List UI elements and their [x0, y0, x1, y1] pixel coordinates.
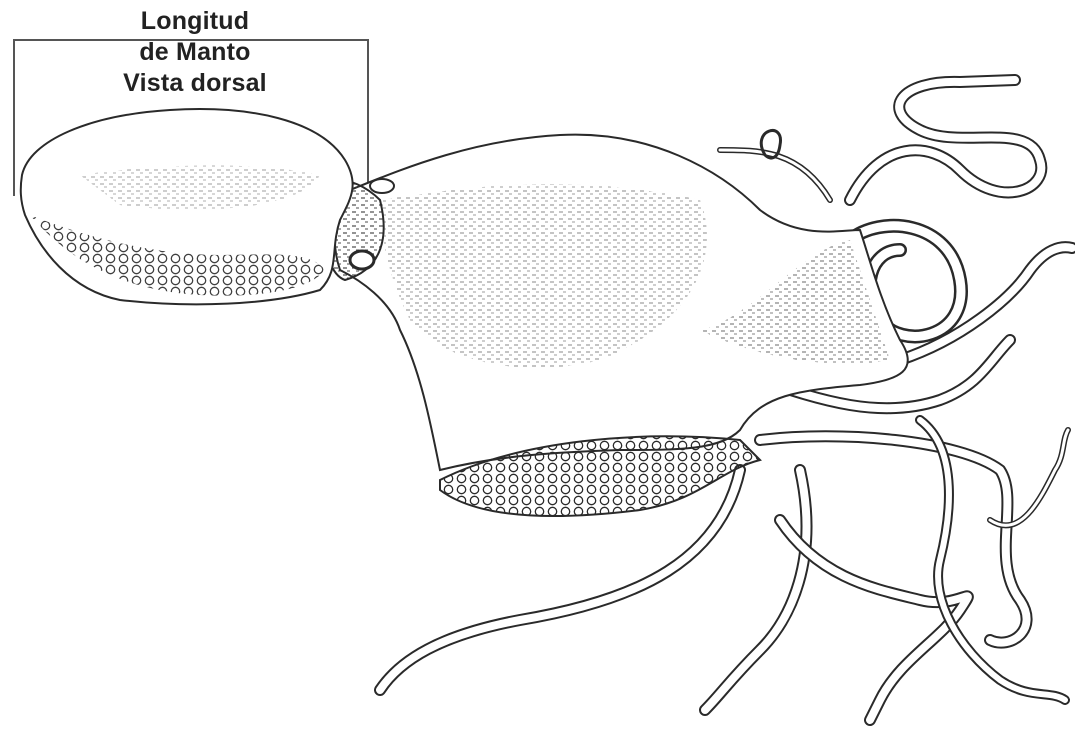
mantle [21, 109, 353, 304]
eye-icon [350, 251, 374, 269]
